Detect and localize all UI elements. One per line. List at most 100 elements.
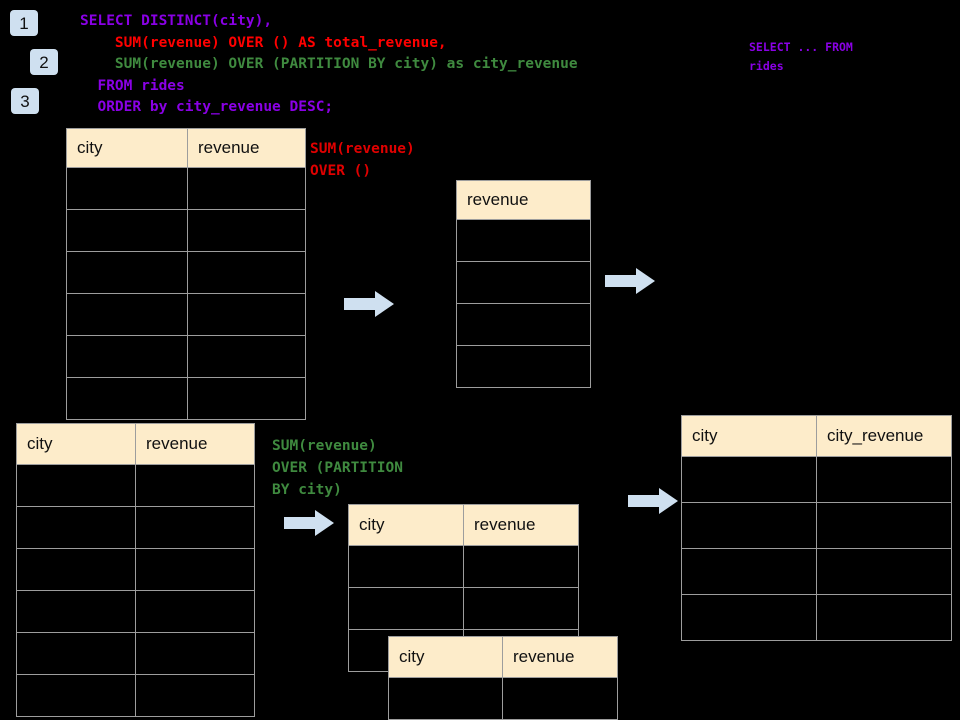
table-row [16,548,255,591]
table-cell-city [66,335,188,378]
table-header-row: revenue [456,180,591,220]
table-row [681,548,952,595]
table-row [456,261,591,304]
annotation-sum-over-partition: SUM(revenue) OVER (PARTITION BY city) [272,438,403,498]
table-row [16,464,255,507]
table-row [456,303,591,346]
table-cell-revenue [135,590,255,633]
arrow-source-to-partition [284,510,334,536]
table-row [66,335,306,378]
table-row [16,590,255,633]
sql-line-2: SUM(revenue) OVER () AS total_revenue, [80,34,447,51]
table-row [66,377,306,420]
column-header-revenue: revenue [502,636,618,678]
sql-line-4: FROM rides [80,77,185,94]
column-header-revenue: revenue [456,180,591,220]
table-cell-revenue [502,677,618,720]
table-cell-revenue [135,632,255,675]
table-cell-city [66,209,188,252]
table-cell-city [16,674,136,717]
column-header-city: city [66,128,188,168]
table-cell-city [16,464,136,507]
table-row [66,209,306,252]
arrow-partition-to-result [628,488,678,514]
table-cell-city [681,456,817,503]
table-row [348,545,579,588]
table-cell-revenue [187,251,306,294]
table-row [681,502,952,549]
table-row [388,677,618,720]
annotation-select-from-rides: SELECT ... FROM rides [749,40,853,73]
arrow-source-to-total [344,291,394,317]
table-cell-city [348,587,464,630]
annotation-sum-over-empty: SUM(revenue) OVER () [310,141,415,179]
table-cell-city [681,594,817,641]
table-cell-city [66,293,188,336]
table-cell-revenue [135,548,255,591]
table-cell-revenue [456,219,591,262]
table-cell-city [16,590,136,633]
table-cell-city_revenue [816,594,952,641]
table-cell-city [681,548,817,595]
table-row [348,587,579,630]
table-cell-revenue [135,464,255,507]
table-cell-city [16,548,136,591]
step-badge-2: 2 [30,49,58,75]
table-cell-city [16,506,136,549]
table-total-revenue: revenue [456,180,591,388]
table-row [681,456,952,503]
table-cell-revenue [456,345,591,388]
table-cell-city [16,632,136,675]
table-cell-revenue [135,506,255,549]
table-cell-city [66,167,188,210]
table-cell-city [388,677,503,720]
sql-line-5: ORDER by city_revenue DESC; [80,99,334,115]
table-cell-city [681,502,817,549]
table-cell-revenue [463,587,579,630]
table-row [66,167,306,210]
table-cell-revenue [187,167,306,210]
table-cell-revenue [187,377,306,420]
table-cell-revenue [456,303,591,346]
table-row [456,345,591,388]
table-cell-city [348,545,464,588]
column-header-revenue: revenue [463,504,579,546]
sql-line-3: SUM(revenue) OVER (PARTITION BY city) as… [80,56,578,72]
column-header-city: city [388,636,503,678]
table-row [16,674,255,717]
step-badge-1: 1 [10,10,38,36]
table-cell-revenue [135,674,255,717]
column-header-city_revenue: city_revenue [816,415,952,457]
table-row [66,251,306,294]
column-header-city: city [348,504,464,546]
table-cell-city_revenue [816,502,952,549]
step-badge-3: 3 [11,88,39,114]
table-row [16,632,255,675]
table-cell-revenue [456,261,591,304]
column-header-revenue: revenue [187,128,306,168]
table-row [456,219,591,262]
column-header-city: city [16,423,136,465]
table-cell-city_revenue [816,456,952,503]
table-cell-revenue [187,335,306,378]
column-header-city: city [681,415,817,457]
sql-query-block: SELECT DISTINCT(city), SUM(revenue) OVER… [80,11,578,119]
table-cell-city_revenue [816,548,952,595]
table-cell-revenue [463,545,579,588]
column-header-revenue: revenue [135,423,255,465]
sql-line-1: SELECT DISTINCT(city), [80,13,273,29]
table-cell-revenue [187,209,306,252]
arrow-total-to-result [605,268,655,294]
table-cell-revenue [187,293,306,336]
table-row [66,293,306,336]
